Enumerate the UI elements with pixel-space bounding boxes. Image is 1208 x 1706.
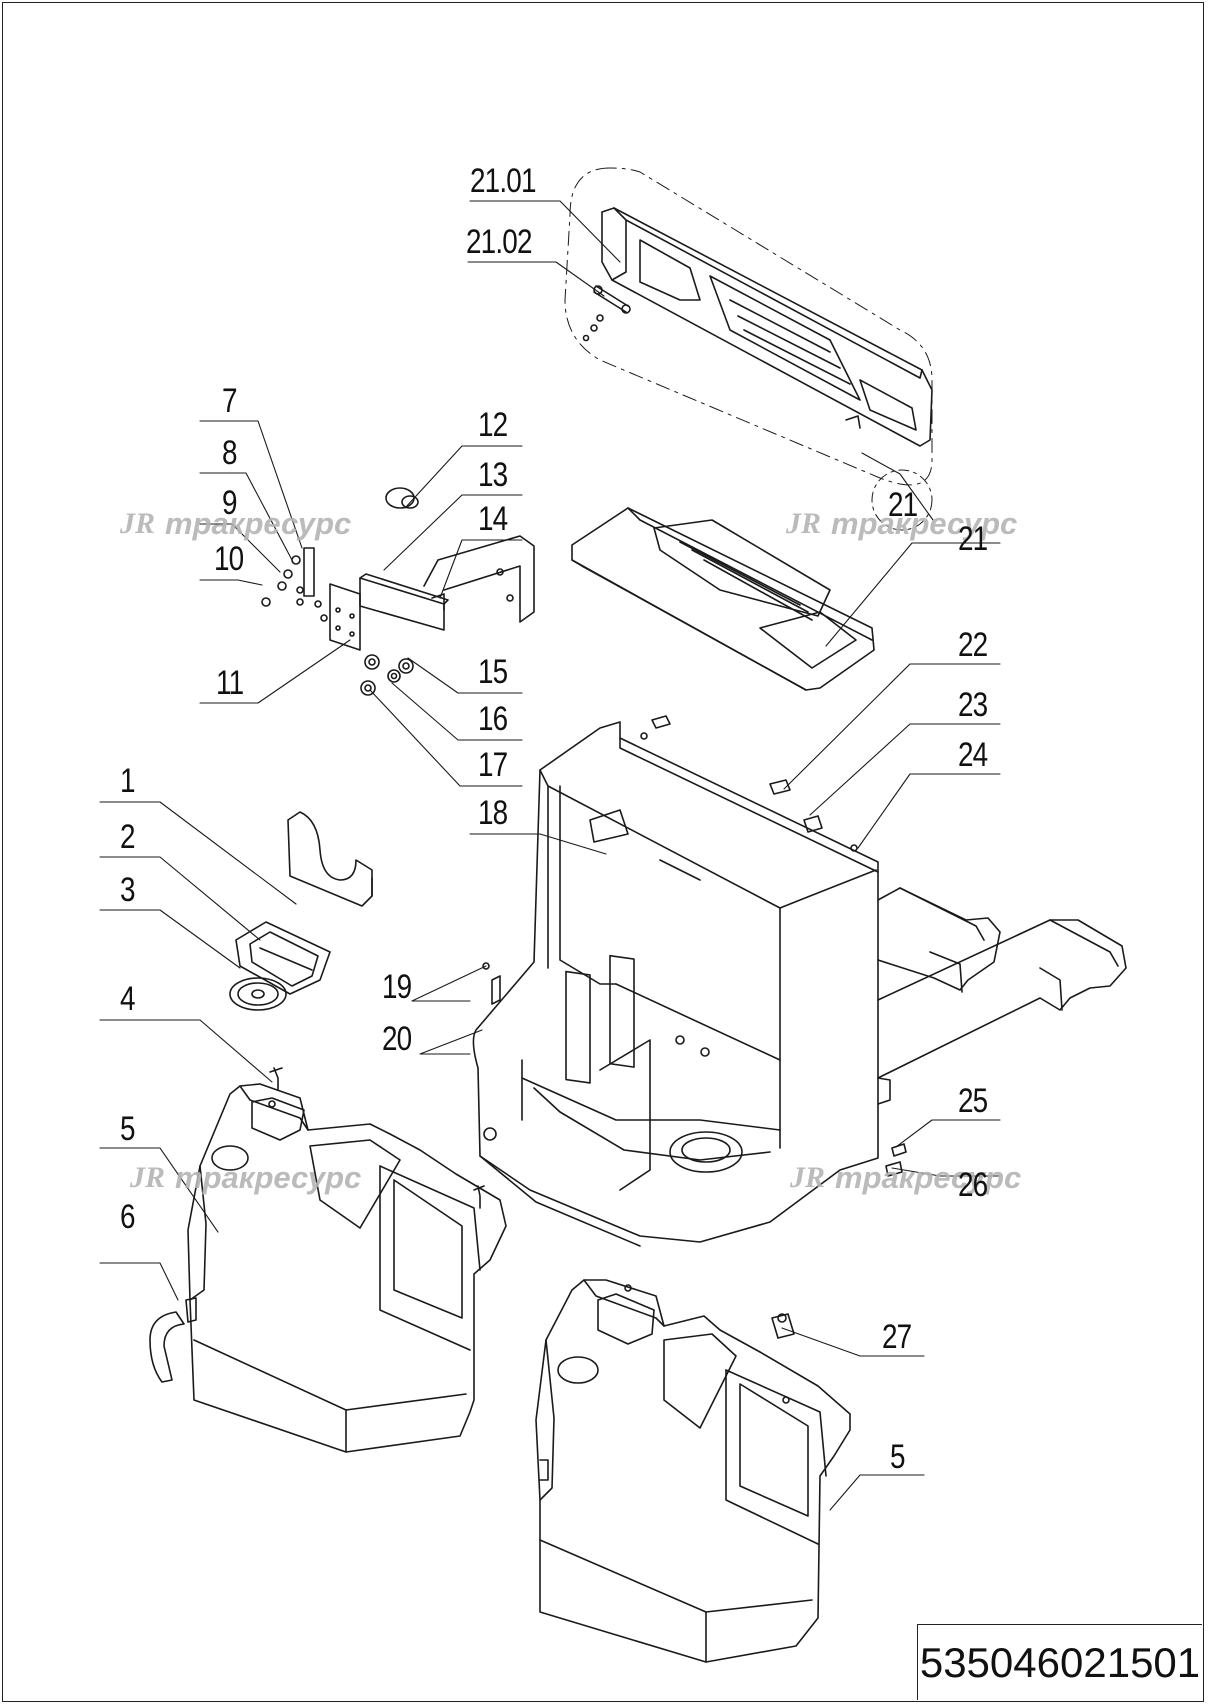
watermark-4: JR тракресурс: [790, 1160, 1021, 1196]
callout-10: 10: [214, 540, 244, 578]
watermark-3: JR тракресурс: [130, 1160, 361, 1196]
callout-22: 22: [958, 626, 988, 664]
part-21-main-cover: [571, 507, 875, 691]
callout-21-01: 21.01: [470, 162, 536, 200]
part-5-right-housing: [535, 1279, 851, 1663]
watermark-logo: JR: [790, 1161, 826, 1194]
watermark-text: тракресурс: [835, 1160, 1022, 1195]
callout-4: 4: [120, 980, 136, 1018]
callout-20: 20: [382, 1020, 412, 1058]
callout-3: 3: [120, 871, 136, 909]
callout-17: 17: [478, 746, 508, 784]
callout-25: 25: [958, 1082, 988, 1120]
part-21-02-spring: [582, 285, 631, 342]
part-21-01-top-cover: [601, 207, 933, 447]
callout-19: 19: [382, 968, 412, 1006]
callout-26: 26: [958, 1166, 988, 1204]
watermark-1: JR тракресурс: [120, 506, 351, 542]
subassembly-21-dashed-outline: [564, 167, 933, 486]
callout-16: 16: [478, 700, 508, 738]
watermark-text: тракресурс: [165, 506, 352, 541]
callout-21: 21: [958, 520, 988, 558]
callout-21-circle: 21: [888, 486, 918, 524]
callout-5-right: 5: [890, 1438, 906, 1476]
callout-21-02: 21.02: [466, 223, 532, 261]
callout-1: 1: [120, 762, 136, 800]
callout-15: 15: [478, 653, 508, 691]
callout-8: 8: [222, 434, 238, 472]
callout-12: 12: [478, 406, 508, 444]
watermark-text: тракресурс: [175, 1160, 362, 1195]
watermark-text: тракресурс: [831, 506, 1018, 541]
callout-18: 18: [478, 794, 508, 832]
forks: [877, 887, 1127, 1105]
leader-lines: [99, 200, 1001, 1511]
callout-13: 13: [478, 456, 508, 494]
watermark-2: JR тракресурс: [786, 506, 1017, 542]
callout-5-left: 5: [120, 1110, 136, 1148]
watermark-logo: JR: [120, 507, 156, 540]
watermark-logo: JR: [786, 507, 822, 540]
part-12-13-14-brackets: [303, 487, 535, 651]
small-parts: [482, 715, 907, 1339]
callout-24: 24: [958, 736, 988, 774]
part-2-gasket: [235, 921, 331, 995]
callout-14: 14: [478, 500, 508, 538]
part-6-cap: [149, 1297, 197, 1383]
detail-circle: [871, 469, 933, 531]
small-fasteners: [261, 555, 414, 696]
callout-2: 2: [120, 818, 136, 856]
watermark-logo: JR: [130, 1161, 166, 1194]
part-1-plate: [287, 811, 373, 907]
part-3-ring: [229, 977, 287, 1011]
callout-7: 7: [222, 382, 238, 420]
callout-6: 6: [120, 1198, 136, 1236]
callout-11: 11: [216, 664, 244, 702]
part-5-left-housing: [187, 1083, 507, 1453]
document-number: 535046021501: [917, 1624, 1202, 1700]
main-chassis: [472, 721, 879, 1247]
callout-23: 23: [958, 686, 988, 724]
callout-9: 9: [222, 484, 238, 522]
callout-27: 27: [882, 1318, 912, 1356]
